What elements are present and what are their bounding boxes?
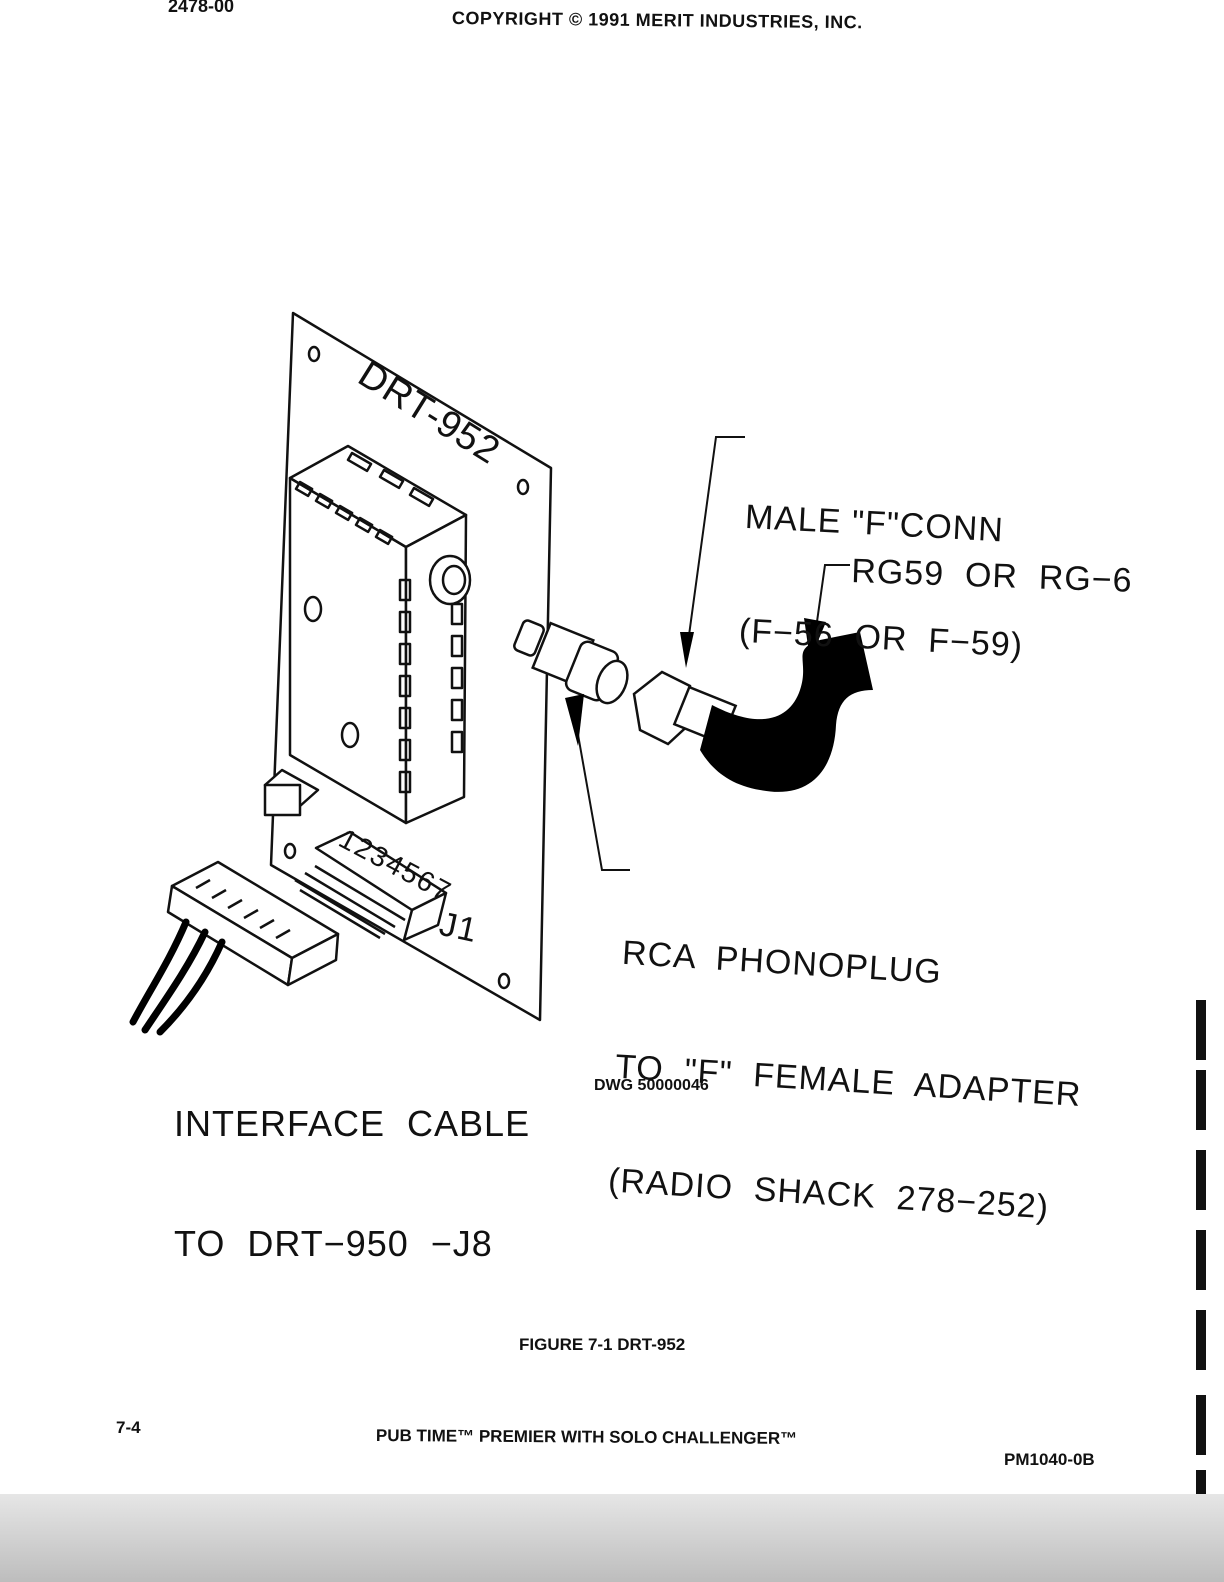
- document-number: 2478-00: [168, 0, 235, 16]
- document-code: PM1040-0B: [1004, 1450, 1095, 1469]
- page-number: 7-4: [116, 1418, 141, 1437]
- rca-adapter: [513, 619, 629, 705]
- interface-wire: [156, 938, 226, 1036]
- figure-caption: FIGURE 7-1 DRT-952: [519, 1335, 686, 1354]
- drawing-number: DWG 50000046: [594, 1077, 709, 1094]
- binding-mark: [1196, 1310, 1206, 1370]
- callout-line: TO DRT−950 −J8: [174, 1223, 493, 1264]
- interface-cable-callout: INTERFACE CABLE TO DRT−950 −J8: [174, 1024, 530, 1344]
- callout-line: RCA PHONOPLUG: [621, 933, 943, 992]
- callout-line: INTERFACE CABLE: [174, 1103, 531, 1144]
- binding-mark: [1196, 1230, 1206, 1290]
- binding-mark: [1196, 1395, 1206, 1455]
- j1-header: [294, 830, 448, 942]
- interface-plug: [166, 860, 340, 987]
- callout-line: (F−56 OR F−59): [738, 611, 1024, 665]
- scan-edge-shadow: [0, 1494, 1224, 1582]
- binding-mark: [1196, 1150, 1206, 1210]
- interface-wire: [129, 918, 190, 1026]
- tuner-module: [288, 444, 472, 825]
- binding-mark: [1196, 1000, 1206, 1060]
- manual-title: PUB TIME™ PREMIER WITH SOLO CHALLENGER™: [375, 1426, 798, 1448]
- interface-wire: [141, 928, 209, 1034]
- mounting-hole: [516, 478, 530, 496]
- coax-cable: [700, 632, 873, 792]
- callout-line: (RADIO SHACK 278−252): [607, 1161, 1051, 1227]
- connector-label: J1: [436, 905, 482, 951]
- callout-line: MALE "F"CONN: [744, 497, 1005, 550]
- binding-mark: [1196, 1070, 1206, 1130]
- mounting-hole: [497, 972, 511, 990]
- mounting-hole: [283, 842, 297, 860]
- mounting-hole: [307, 345, 321, 363]
